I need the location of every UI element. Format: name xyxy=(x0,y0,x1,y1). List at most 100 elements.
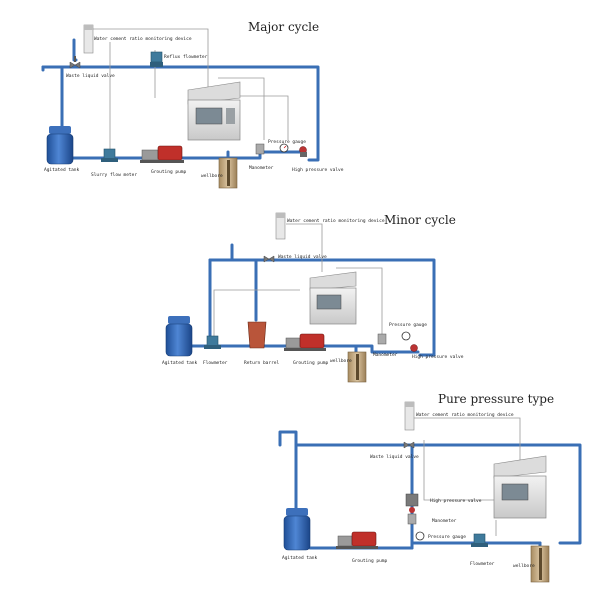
minor-hp-valve xyxy=(401,331,418,352)
major-gauge-wire xyxy=(218,77,265,140)
minor-pump-skid xyxy=(284,348,326,351)
minor-agitated-label: Agitated tank xyxy=(162,360,198,366)
minor-well-bore xyxy=(356,354,359,380)
minor-flow-body xyxy=(206,335,219,347)
major-reflux-label: Reflux flowmeter xyxy=(164,54,208,60)
major-tank-body xyxy=(46,133,74,165)
pure-box-screen xyxy=(501,483,529,501)
major-well-bore xyxy=(227,160,230,186)
pure-flow-base xyxy=(471,543,488,547)
minor-return-label: Return barrel xyxy=(244,360,280,366)
minor-pressure-pipe xyxy=(322,344,420,354)
pure-manometer xyxy=(407,513,417,525)
major-grouting-label: Grouting pump xyxy=(151,169,187,175)
major-tank-top xyxy=(49,126,71,134)
major-slurry-label: Slurry flow meter xyxy=(91,172,137,178)
pure-grouting-pump xyxy=(336,531,378,549)
minor-cycle-title: Minor cycle xyxy=(384,213,456,227)
minor-monitoring-device xyxy=(275,212,286,240)
minor-flowmeter xyxy=(204,335,221,349)
major-wellbore xyxy=(218,157,238,189)
major-control-box xyxy=(187,81,241,141)
major-agitated-label: Agitated tank xyxy=(44,167,80,173)
pure-waste-valve-body xyxy=(403,441,415,449)
pure-well-bore xyxy=(539,548,542,580)
pure-wellbore-label: wellbore xyxy=(513,563,535,569)
major-slurry-base xyxy=(101,158,118,162)
pure-monitor-label: Water cement ratio monitoring device xyxy=(416,412,514,418)
minor-waste-label: Waste liquid valve xyxy=(278,254,327,260)
minor-wellbore-label: wellbore xyxy=(330,358,352,364)
major-waste-valve-body xyxy=(69,61,81,69)
major-cycle-title: Major cycle xyxy=(248,20,319,34)
pure-agitated-label: Agitated tank xyxy=(282,555,318,561)
major-box-screen xyxy=(195,107,223,125)
minor-main-loop-pipe xyxy=(230,243,436,357)
major-pump-motor xyxy=(157,145,183,161)
pure-hp-valve-body xyxy=(405,493,419,507)
major-pump-skid xyxy=(140,160,184,163)
pure-pressure-gauge xyxy=(415,531,425,541)
major-slurry-body xyxy=(103,148,116,160)
minor-flowmeter-label: Flowmeter xyxy=(203,360,228,366)
pure-pump-skid xyxy=(336,546,378,549)
minor-monitor-cap xyxy=(276,213,285,218)
major-monitor-cap xyxy=(84,25,93,30)
pure-mano-body xyxy=(407,513,417,525)
minor-hp-valve-label: High pressure valve xyxy=(412,354,464,360)
pure-flowmeter xyxy=(471,533,488,547)
pure-hp-valve xyxy=(405,493,419,513)
minor-wellbore xyxy=(347,351,367,383)
minor-monitor-wire xyxy=(286,223,323,272)
minor-gauge-wire xyxy=(336,267,383,338)
major-pressure-gauge-label: Pressure gauge xyxy=(268,139,306,145)
minor-manometer-label: Manometer xyxy=(373,352,398,358)
pure-monitor-cap xyxy=(405,402,414,407)
pure-hp-valve-label: High pressure valve xyxy=(430,498,482,504)
minor-barrel-body xyxy=(247,321,267,349)
minor-box-lid xyxy=(309,271,357,291)
pure-agitated-tank xyxy=(283,508,311,551)
major-manometer xyxy=(279,143,289,153)
major-manometer-label: Manometer xyxy=(249,165,274,171)
minor-control-box xyxy=(309,271,357,325)
major-box-keypad xyxy=(226,108,235,124)
pure-signal-wires xyxy=(414,417,521,536)
major-reflux-flowmeter xyxy=(150,51,163,67)
major-waste-valve-stem xyxy=(74,56,76,62)
pure-hp-valve-wheel xyxy=(409,507,415,513)
minor-flow-wire xyxy=(213,289,300,340)
minor-waste-valve-body xyxy=(263,255,275,263)
major-hp-valve-label: High pressure valve xyxy=(292,167,344,173)
pure-pump-frame xyxy=(337,535,353,547)
minor-waste-valve xyxy=(263,255,275,263)
major-pump-frame xyxy=(141,149,159,161)
minor-tank-body xyxy=(165,323,193,357)
minor-pressure-gauge xyxy=(377,333,387,345)
minor-grouting-pump xyxy=(284,333,326,351)
minor-pump-frame xyxy=(285,337,301,349)
pure-manometer-label: Manometer xyxy=(432,518,457,524)
pure-pump-motor xyxy=(351,531,377,547)
minor-agitated-tank xyxy=(165,316,193,357)
major-mano-needle xyxy=(283,145,287,149)
pure-pressure-gauge-label: Pressure gauge xyxy=(428,534,466,540)
pure-flow-body xyxy=(473,533,486,545)
pure-tank-body xyxy=(283,515,311,551)
major-wellbore-label: wellbore xyxy=(201,173,223,179)
major-reflux-body xyxy=(150,51,163,63)
pure-flowmeter-label: Flowmeter xyxy=(470,561,495,567)
major-monitoring-device xyxy=(83,24,94,54)
minor-tank-top xyxy=(168,316,190,324)
major-agitated-tank xyxy=(46,126,74,165)
pure-pgauge-dial xyxy=(415,531,425,541)
major-box-lid xyxy=(187,81,241,105)
major-pgauge-body xyxy=(255,143,265,155)
minor-hp-valve-wheel xyxy=(410,344,418,352)
minor-pressure-gauge-label: Pressure gauge xyxy=(389,322,427,328)
pure-box-lid xyxy=(493,455,547,479)
pure-monitoring-device xyxy=(404,401,415,431)
minor-flow-base xyxy=(204,345,221,349)
pure-monitor-wire xyxy=(414,417,521,468)
